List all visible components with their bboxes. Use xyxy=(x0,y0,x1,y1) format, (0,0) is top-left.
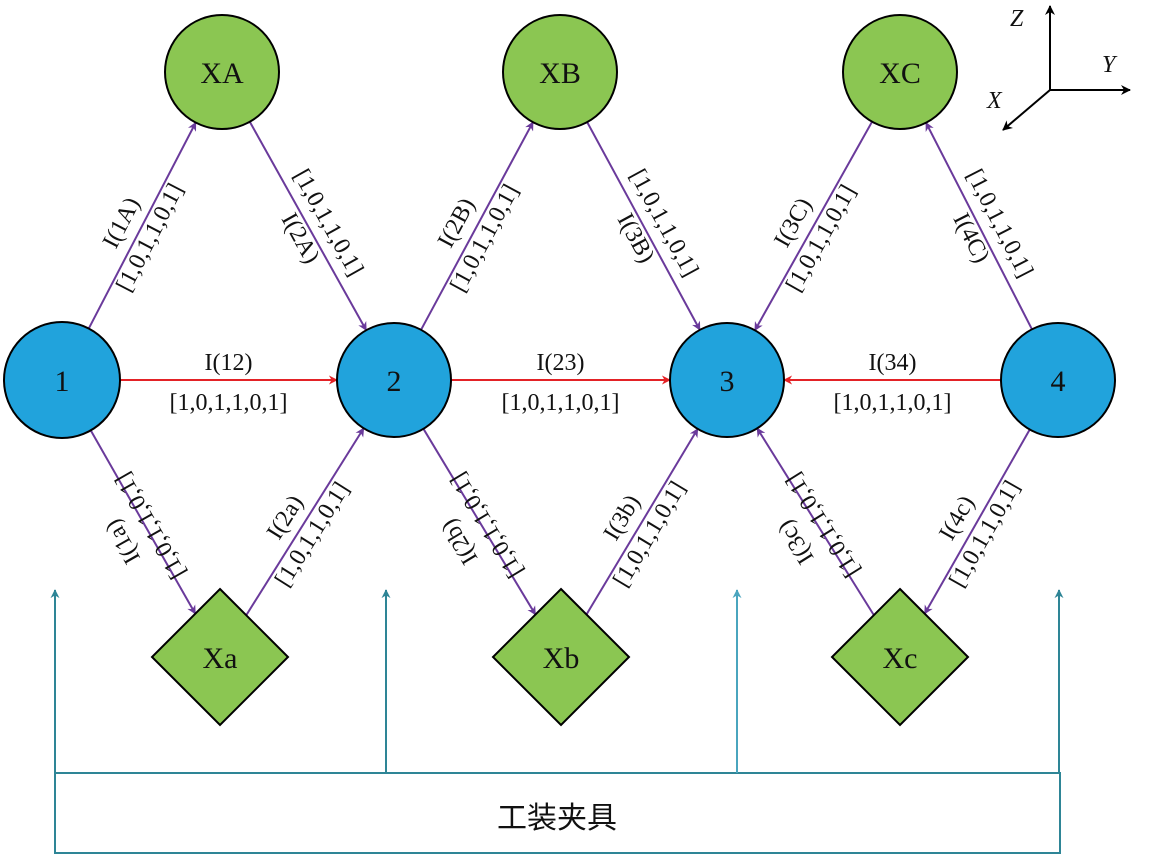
edge-I3c: I(3c)[1,0,1,1,0,1] xyxy=(756,427,875,616)
edge-line-I3B xyxy=(586,121,701,331)
edge-line-I1a xyxy=(89,429,197,615)
edge-line-I1A xyxy=(87,121,197,329)
fixture-base-box xyxy=(54,772,1061,854)
edge-vector-I23: [1,0,1,1,0,1] xyxy=(502,390,620,416)
edge-line-I3b xyxy=(585,428,699,615)
node-shape-Xa xyxy=(150,587,290,727)
node-2: 2 xyxy=(336,322,452,438)
node-label-XB: XB xyxy=(539,57,581,90)
node-4: 4 xyxy=(1000,322,1116,438)
x-axis-label: X xyxy=(986,88,1003,114)
edge-I2B: I(2B)[1,0,1,1,0,1] xyxy=(420,121,534,331)
edge-line-I2B xyxy=(420,121,534,331)
node-XB: XB xyxy=(502,14,618,130)
edge-name-I12: I(12) xyxy=(205,350,253,376)
edge-I4c: I(4c)[1,0,1,1,0,1] xyxy=(923,429,1031,615)
fixture-base-label: 工装夹具 xyxy=(497,801,617,836)
fixture-base: 工装夹具 xyxy=(50,589,1064,854)
edge-line-I3C xyxy=(754,121,873,332)
edge-line-I2A xyxy=(248,121,368,332)
node-XC: XC xyxy=(842,14,958,130)
node-1: 1 xyxy=(3,321,121,439)
edge-vector-I34: [1,0,1,1,0,1] xyxy=(834,390,952,416)
edge-I34: I(34) [1,0,1,1,0,1] xyxy=(783,350,1001,416)
node-shape-XA xyxy=(164,14,280,130)
edge-I2b: I(2b)[1,0,1,1,0,1] xyxy=(422,428,537,616)
node-label-1: 1 xyxy=(55,365,70,398)
edge-name-I34: I(34) xyxy=(869,350,917,376)
edge-name-I23: I(23) xyxy=(537,350,585,376)
edges: I(12)[1,0,1,1,0,1]I(23)[1,0,1,1,0,1]I(34… xyxy=(87,121,1038,616)
node-label-2: 2 xyxy=(387,365,402,398)
node-Xb: Xb xyxy=(491,587,631,727)
x-axis xyxy=(1002,89,1051,131)
nodes: 1 2 3 4 XA XB XC Xa Xb Xc xyxy=(3,14,1116,727)
edge-I23: I(23) [1,0,1,1,0,1] xyxy=(451,350,671,416)
node-XA: XA xyxy=(164,14,280,130)
node-shape-Xb xyxy=(491,587,631,727)
edge-I3C: I(3C)[1,0,1,1,0,1] xyxy=(754,121,873,332)
edge-I2a: I(2a)[1,0,1,1,0,1] xyxy=(245,427,365,616)
node-shape-4 xyxy=(1000,322,1116,438)
edge-line-I4c xyxy=(923,429,1031,615)
node-label-Xb: Xb xyxy=(543,642,580,675)
node-shape-3 xyxy=(669,322,785,438)
edge-I3b: I(3b)[1,0,1,1,0,1] xyxy=(585,428,699,615)
node-label-3: 3 xyxy=(720,365,735,398)
edge-I2A: I(2A)[1,0,1,1,0,1] xyxy=(248,121,368,332)
node-label-Xa: Xa xyxy=(203,642,238,675)
edge-I4C: I(4C)[1,0,1,1,0,1] xyxy=(925,121,1038,330)
z-axis-label: Z xyxy=(1010,6,1024,32)
node-shape-XC xyxy=(842,14,958,130)
y-axis-label: Y xyxy=(1102,52,1118,78)
node-3: 3 xyxy=(669,322,785,438)
edge-line-I2a xyxy=(245,427,365,616)
node-Xa: Xa xyxy=(150,587,290,727)
edge-line-I4C xyxy=(925,121,1033,330)
edge-line-I3c xyxy=(756,427,875,616)
coordinate-axes: Z Y X xyxy=(986,5,1131,131)
node-shape-1 xyxy=(3,321,121,439)
edge-I12: I(12) [1,0,1,1,0,1] xyxy=(120,350,338,416)
node-shape-2 xyxy=(336,322,452,438)
node-label-XA: XA xyxy=(200,57,244,90)
node-label-XC: XC xyxy=(879,57,921,90)
node-Xc: Xc xyxy=(830,587,970,727)
edge-line-I2b xyxy=(422,428,537,616)
node-label-Xc: Xc xyxy=(883,642,918,675)
node-label-4: 4 xyxy=(1051,365,1066,398)
edge-I1A: I(1A)[1,0,1,1,0,1] xyxy=(87,121,197,329)
edge-I1a: I(1a)[1,0,1,1,0,1] xyxy=(89,429,197,615)
node-shape-XB xyxy=(502,14,618,130)
edge-I3B: I(3B)[1,0,1,1,0,1] xyxy=(586,121,703,331)
node-shape-Xc xyxy=(830,587,970,727)
edge-vector-I12: [1,0,1,1,0,1] xyxy=(170,390,288,416)
